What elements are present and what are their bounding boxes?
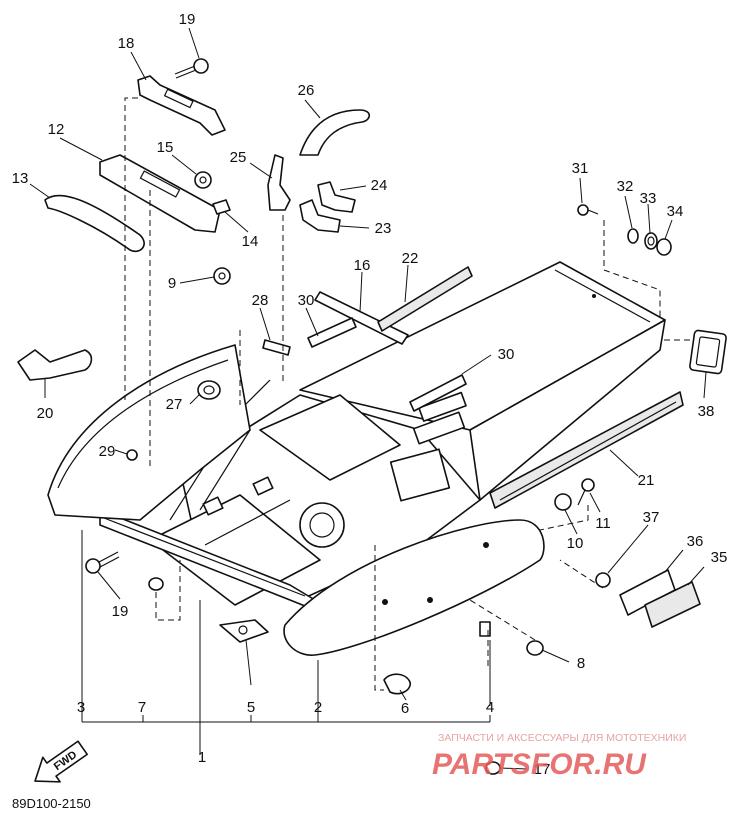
grommet-27	[197, 380, 221, 400]
callout-labels: 19 18 12 15 13 14 9 25 26 24 23 28 30 16…	[12, 11, 728, 778]
callout-19-lower: 19	[112, 603, 129, 620]
callout-10: 10	[567, 535, 584, 552]
rod-30a	[307, 317, 357, 348]
callout-32: 32	[617, 178, 634, 195]
washer-32	[627, 228, 639, 244]
watermark: ЗАПЧАСТИ И АКСЕССУАРЫ ДЛЯ МОТОТЕХНИКИ PA…	[432, 732, 686, 781]
callout-2: 2	[314, 699, 322, 716]
leader-lines	[29, 27, 707, 770]
bracket-24	[317, 181, 356, 213]
callout-38: 38	[698, 403, 715, 420]
fwd-arrow: FWD	[34, 740, 88, 783]
handle-13	[44, 194, 145, 253]
callout-22: 22	[402, 250, 419, 267]
callout-7: 7	[138, 699, 146, 716]
bolt-31	[577, 204, 599, 216]
callout-19-top: 19	[179, 11, 196, 28]
callout-27: 27	[166, 396, 183, 413]
callout-5: 5	[247, 699, 255, 716]
nut-37	[595, 572, 611, 588]
cap-8	[526, 640, 544, 656]
bolt-11	[577, 478, 595, 506]
callout-20: 20	[37, 405, 54, 422]
callout-15: 15	[157, 139, 174, 156]
frame-bore	[299, 502, 345, 548]
clamp-6	[383, 673, 411, 695]
callout-30-lower: 30	[498, 346, 515, 363]
callout-35: 35	[711, 549, 728, 566]
watermark-caption: ЗАПЧАСТИ И АКСЕССУАРЫ ДЛЯ МОТОТЕХНИКИ	[438, 732, 686, 744]
grip-26	[299, 109, 371, 156]
hose-25	[267, 154, 291, 211]
clip-14	[212, 199, 231, 215]
plug-29	[126, 449, 138, 461]
callout-30-upper: 30	[298, 292, 315, 309]
callout-23: 23	[375, 220, 392, 237]
tunnel-top	[299, 261, 666, 431]
callout-12: 12	[48, 121, 65, 138]
bracket-23	[299, 199, 341, 233]
bolt-19-lower	[85, 551, 120, 574]
callout-24: 24	[371, 177, 388, 194]
bracket-18	[137, 75, 226, 136]
callout-21: 21	[638, 472, 655, 489]
callout-26: 26	[298, 82, 315, 99]
callout-33: 33	[640, 190, 657, 207]
callout-34: 34	[667, 203, 684, 220]
watermark-brand: PARTSFOR.RU	[432, 748, 647, 781]
brace-22	[377, 266, 473, 332]
cap-7	[148, 577, 164, 591]
callout-17: 17	[534, 761, 551, 778]
callout-36: 36	[687, 533, 704, 550]
callout-11: 11	[595, 515, 611, 532]
callout-16: 16	[354, 257, 371, 274]
collar-33	[644, 232, 658, 250]
callout-28: 28	[252, 292, 269, 309]
callout-31: 31	[572, 160, 589, 177]
running-board-2	[283, 519, 545, 656]
diagram-code: 89D100-2150	[12, 796, 91, 811]
cap-34	[656, 238, 672, 256]
reflector-38	[689, 329, 727, 375]
callout-25: 25	[230, 149, 247, 166]
callout-3: 3	[77, 699, 85, 716]
frame-vent	[389, 448, 451, 502]
callout-29: 29	[99, 443, 116, 460]
callout-8: 8	[577, 655, 585, 672]
bolt-19-top	[174, 58, 209, 79]
lower-bracket-5	[219, 619, 269, 643]
callout-37: 37	[643, 509, 660, 526]
bracket-12	[99, 154, 221, 233]
nut-15	[194, 171, 212, 189]
reflector-35	[644, 581, 701, 628]
callout-18: 18	[118, 35, 135, 52]
spacer-4	[479, 621, 491, 637]
callout-6: 6	[401, 700, 409, 717]
callout-4: 4	[486, 699, 494, 716]
tunnel-side	[469, 319, 666, 501]
callout-1: 1	[198, 749, 206, 766]
callout-13: 13	[12, 170, 29, 187]
rod-30b	[409, 374, 467, 412]
trim-20	[17, 349, 93, 381]
plate-28	[262, 339, 291, 356]
nut-10	[554, 493, 572, 511]
frame-deck	[259, 394, 401, 481]
callout-14: 14	[242, 233, 259, 250]
callout-9: 9	[168, 275, 176, 292]
nut-9	[213, 267, 231, 285]
